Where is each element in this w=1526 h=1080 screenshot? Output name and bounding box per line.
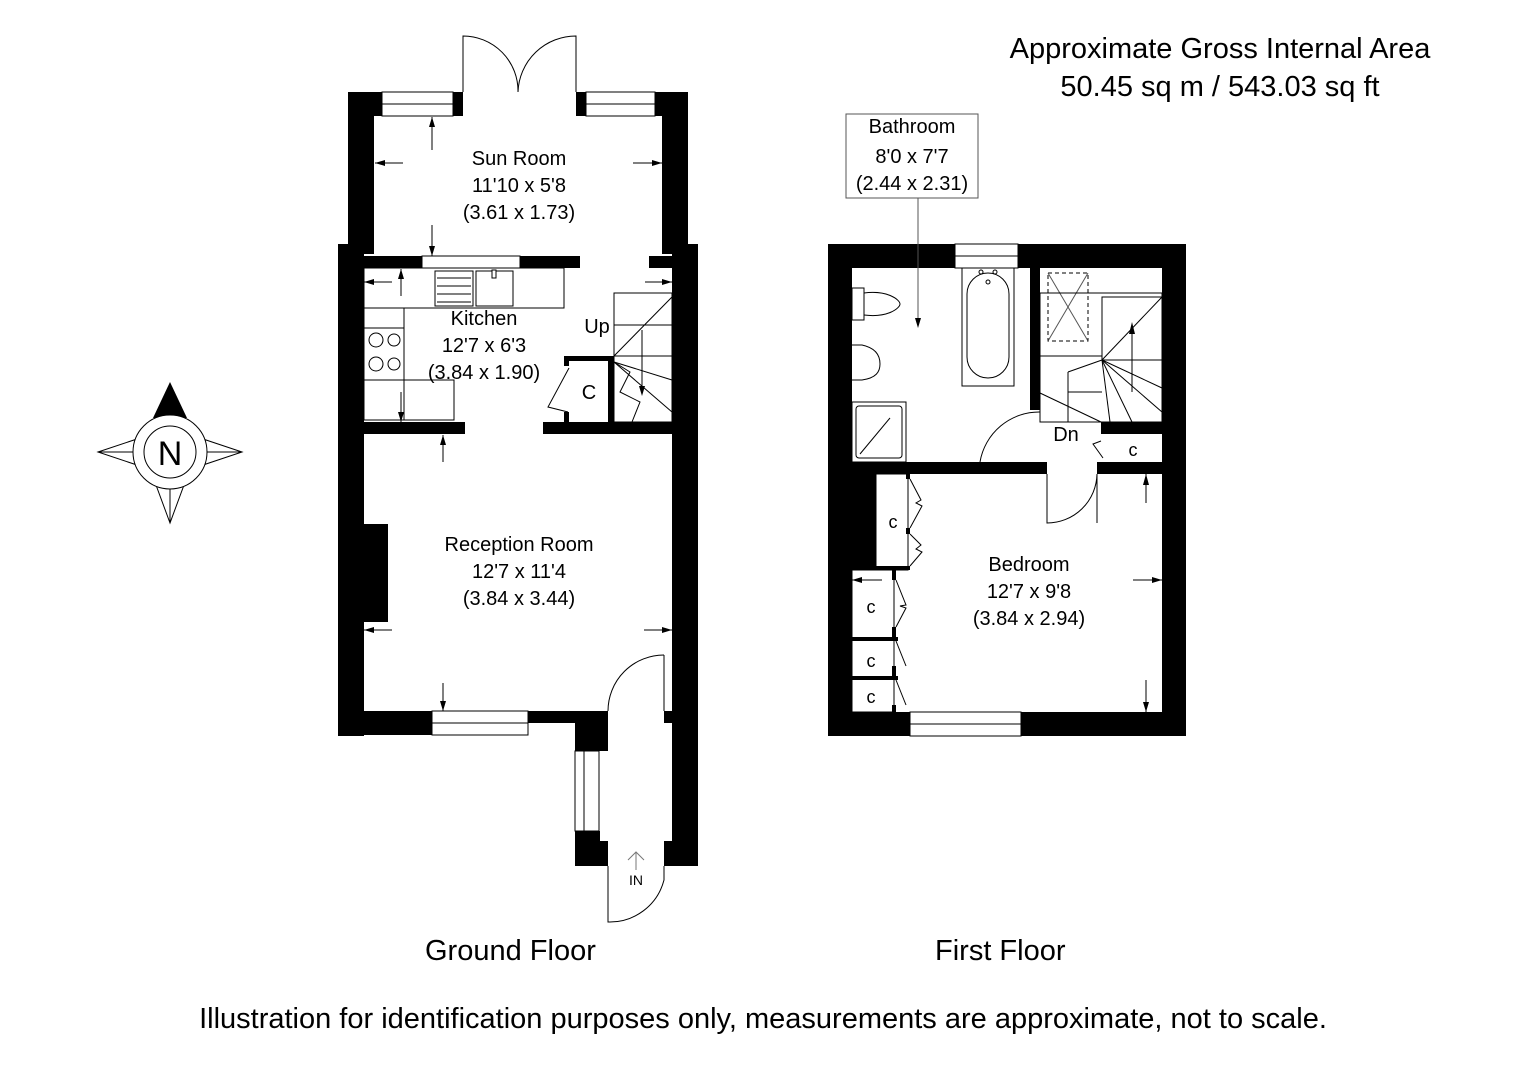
sun-room-imperial: 11'10 x 5'8 — [472, 175, 566, 197]
bathroom-imperial: 8'0 x 7'7 — [875, 146, 948, 168]
gia-title: Approximate Gross Internal Area — [1009, 33, 1431, 65]
first-cupboard-label-4: c — [867, 651, 876, 671]
kitchen-metric: (3.84 x 1.90) — [428, 362, 540, 384]
gia-value: 50.45 sq m / 543.03 sq ft — [1060, 71, 1380, 103]
bedroom-metric: (3.84 x 2.94) — [973, 608, 1085, 630]
kitchen-name: Kitchen — [451, 308, 518, 330]
ground-floor-plan: C Up IN — [338, 35, 698, 923]
reception-room-name: Reception Room — [445, 534, 594, 556]
bathroom-metric: (2.44 x 2.31) — [856, 173, 968, 195]
sun-room-metric: (3.61 x 1.73) — [463, 202, 575, 224]
bedroom-imperial: 12'7 x 9'8 — [987, 581, 1071, 603]
ground-floor-label: Ground Floor — [425, 935, 596, 967]
sun-room-name: Sun Room — [472, 148, 567, 170]
first-stairs-label: Dn — [1053, 424, 1079, 446]
ground-stairs-label: Up — [584, 316, 610, 338]
reception-room-imperial: 12'7 x 11'4 — [472, 561, 566, 583]
disclaimer-text: Illustration for identification purposes… — [199, 1003, 1327, 1035]
first-floor-plan: Bathroom 8'0 x 7'7 (2.44 x 2.31) Dn c — [828, 113, 1186, 737]
kitchen-imperial: 12'7 x 6'3 — [442, 335, 526, 357]
entrance-label: IN — [629, 872, 643, 888]
compass-north-label: N — [158, 435, 183, 473]
compass-icon: N — [96, 382, 244, 525]
first-cupboard-label-2: c — [889, 512, 898, 532]
first-cupboard-label-5: c — [867, 687, 876, 707]
reception-room-metric: (3.84 x 3.44) — [463, 588, 575, 610]
bathroom-name: Bathroom — [869, 116, 956, 138]
gross-internal-area: Approximate Gross Internal Area 50.45 sq… — [960, 30, 1480, 106]
ground-cupboard-label: C — [582, 382, 596, 404]
first-cupboard-label-1: c — [1129, 440, 1138, 460]
first-floor-label: First Floor — [935, 935, 1066, 967]
bedroom-name: Bedroom — [988, 554, 1069, 576]
first-cupboard-label-3: c — [867, 597, 876, 617]
